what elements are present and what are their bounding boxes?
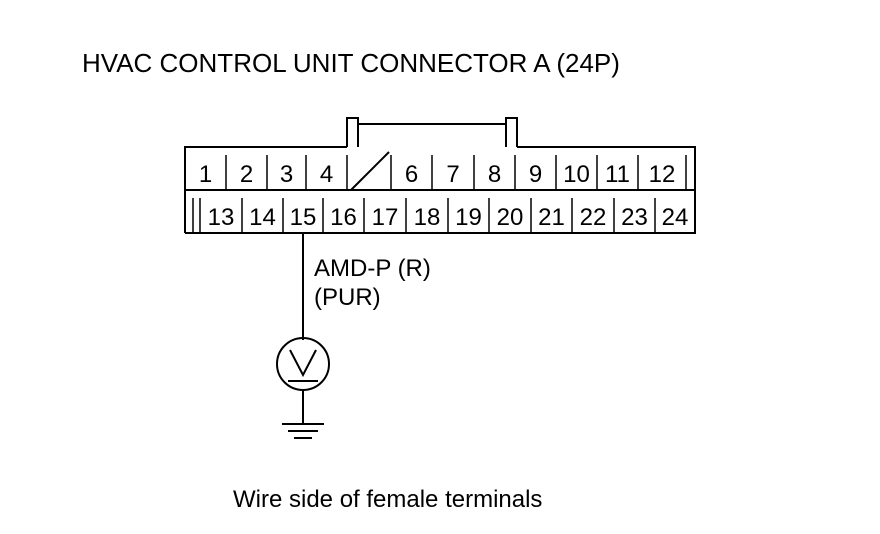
terminal-1: 1 (199, 161, 212, 188)
terminal-20: 20 (497, 204, 524, 231)
terminal-17: 17 (372, 204, 399, 231)
terminal-19: 19 (455, 204, 482, 231)
terminal-21: 21 (538, 204, 565, 231)
connector-housing (184, 146, 696, 234)
blank-cavity-slash (350, 151, 390, 191)
terminal-13: 13 (208, 204, 235, 231)
terminal-7: 7 (446, 161, 459, 188)
wire-label: AMD-P (R) (314, 255, 431, 282)
terminal-9: 9 (529, 161, 542, 188)
connector-lock-tab (346, 117, 518, 147)
terminal-4: 4 (320, 161, 333, 188)
terminal-15: 15 (290, 204, 317, 231)
terminal-2: 2 (240, 161, 253, 188)
wire-color: (PUR) (314, 284, 381, 311)
diagram-title: HVAC CONTROL UNIT CONNECTOR A (24P) (82, 48, 620, 78)
bottom-row-terminals: 13 14 15 16 17 18 19 20 21 22 23 24 (208, 204, 689, 231)
cavity-dividers (199, 155, 656, 233)
terminal-18: 18 (414, 204, 441, 231)
diagram-caption: Wire side of female terminals (233, 486, 542, 513)
terminal-22: 22 (580, 204, 607, 231)
terminal-24: 24 (662, 204, 689, 231)
terminal-8: 8 (488, 161, 501, 188)
terminal-11: 11 (605, 161, 630, 188)
terminal-3: 3 (280, 161, 293, 188)
voltmeter-icon (276, 337, 330, 391)
terminal-10: 10 (563, 161, 590, 188)
ground-icon (282, 423, 324, 439)
terminal-16: 16 (330, 204, 357, 231)
terminal-12: 12 (649, 161, 676, 188)
terminal-6: 6 (405, 161, 418, 188)
terminal-14: 14 (249, 204, 276, 231)
terminal-23: 23 (621, 204, 648, 231)
